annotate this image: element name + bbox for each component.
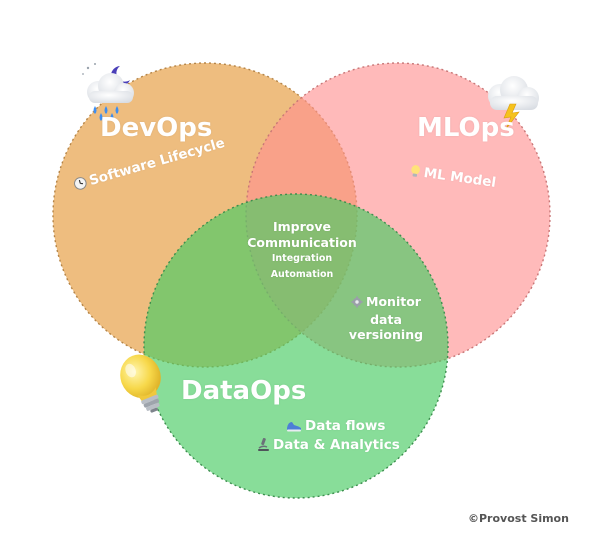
communication-text: Communication [247,234,357,250]
monitor-versioning-block: Monitor data versioning [342,294,430,343]
data-flows-item: Data flows [286,418,385,436]
ml-model-item: ML Model [408,163,497,193]
shoe-icon [286,420,302,436]
clock-icon [72,175,89,195]
credit-text: ©Provost Simon [468,512,569,525]
improve-text: Improve [272,219,331,234]
microscope-icon [257,437,270,455]
monitor-line: Monitor [342,294,430,312]
dataops-label: DataOps [181,376,307,406]
dataops-circle [143,193,449,499]
automation-text: Automation [270,269,334,281]
data-analytics-item: Data & Analytics [257,437,400,455]
cloud-lightning-icon [488,76,539,130]
integration-text: Integration [271,253,333,265]
center-overlap-block: Improve Communication Integration Automa… [242,219,362,281]
lightbulb-icon [408,164,421,182]
monitor-text: Monitor [366,294,421,309]
devops-label: DevOps [100,113,213,143]
cloud-moon-rain-icon [82,63,134,121]
data-text: data [370,311,402,327]
software-lifecycle-item: Software Lifecycle [72,135,227,195]
data-analytics-text: Data & Analytics [273,437,400,453]
mlops-label: MLOps [417,113,515,143]
versioning-text: versioning [348,327,424,343]
gear-icon [351,296,363,312]
data-flows-text: Data flows [305,418,386,434]
big-lightbulb-icon [120,354,161,413]
